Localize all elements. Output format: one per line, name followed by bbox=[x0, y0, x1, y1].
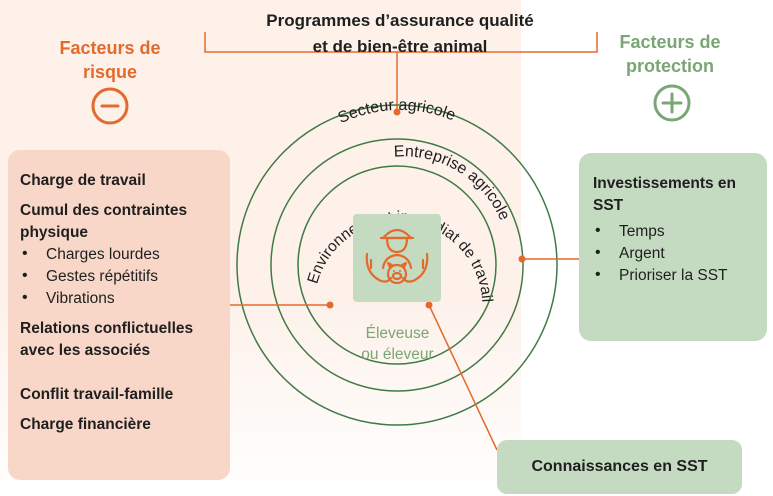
protection-box-title: Investissements en SST bbox=[593, 175, 737, 214]
protection-factors-title: Facteurs de protection bbox=[619, 32, 721, 76]
minus-icon bbox=[91, 87, 129, 125]
list-item: Temps bbox=[593, 220, 759, 243]
risk-factors-box: Charge de travail Cumul des contraintes … bbox=[8, 150, 230, 480]
knowledge-connector-dot bbox=[425, 301, 433, 309]
knowledge-box: Connaissances en SST bbox=[497, 440, 742, 494]
plus-icon bbox=[653, 84, 691, 122]
protection-connector-dot bbox=[518, 255, 526, 263]
protection-list: Temps Argent Prioriser la SST bbox=[593, 220, 759, 287]
risk-item-conflictual-relations: Relations conflictuelles avec les associ… bbox=[20, 320, 194, 359]
farmer-holding-pig-icon bbox=[353, 214, 441, 302]
risk-item-financial-burden: Charge financière bbox=[20, 416, 151, 433]
list-item: Argent bbox=[593, 242, 759, 265]
risk-item-physical-constraints: Cumul des contraintes physique bbox=[20, 202, 188, 241]
risk-item-workload: Charge de travail bbox=[20, 172, 146, 189]
protection-factors-box: Investissements en SST Temps Argent Prio… bbox=[579, 153, 767, 341]
risk-factors-title: Facteurs de risque bbox=[59, 38, 161, 82]
risk-item-work-family-conflict: Conflit travail-famille bbox=[20, 386, 174, 403]
list-item: Gestes répétitifs bbox=[20, 265, 220, 288]
ring-middle bbox=[270, 138, 524, 392]
physical-constraints-list: Charges lourdes Gestes répétitifs Vibrat… bbox=[20, 243, 220, 310]
knowledge-connector bbox=[428, 304, 498, 451]
list-item: Charges lourdes bbox=[20, 243, 220, 266]
risk-connector-dot bbox=[326, 301, 334, 309]
top-bracket bbox=[204, 32, 598, 53]
quality-programs-label: Programmes d’assurance qualité et de bie… bbox=[266, 11, 534, 56]
ring-inner bbox=[297, 165, 497, 365]
list-item: Vibrations bbox=[20, 287, 220, 310]
farmer-label: Éleveuse ou éleveur bbox=[361, 325, 434, 363]
ring-outer bbox=[236, 104, 558, 426]
list-item: Prioriser la SST bbox=[593, 264, 759, 287]
ring-label-outer: Secteur agricole bbox=[336, 97, 458, 127]
bracket-connector-dot bbox=[393, 108, 401, 116]
